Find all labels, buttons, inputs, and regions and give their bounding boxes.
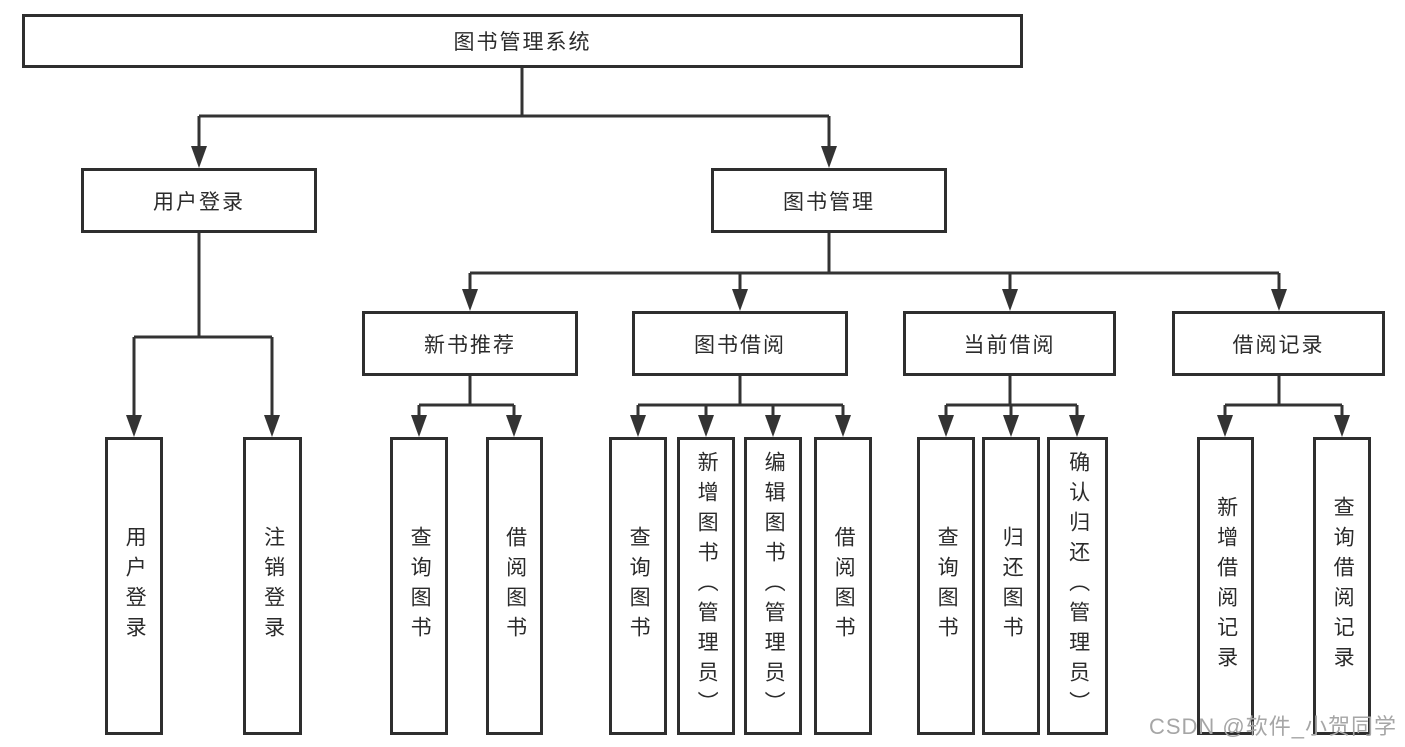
node-label: 用户登录 <box>153 190 245 214</box>
leaf-label: 新增借阅记录 <box>1214 496 1238 676</box>
node-new-book-recommendation: 新书推荐 <box>362 311 578 376</box>
leaf-query-borrow-record: 查询借阅记录 <box>1313 437 1371 735</box>
leaf-label: 查询图书 <box>408 526 432 646</box>
leaf-label: 查询图书 <box>935 526 959 646</box>
node-label: 图书管理系统 <box>453 31 592 54</box>
leaf-label: 确认归还（管理员） <box>1066 451 1090 721</box>
leaf-label: 编辑图书（管理员） <box>762 451 786 721</box>
leaf-logout: 注销登录 <box>243 437 302 735</box>
node-borrowing-records: 借阅记录 <box>1172 311 1385 376</box>
leaf-label: 归还图书 <box>1000 526 1024 646</box>
node-label: 当前借阅 <box>963 333 1056 357</box>
leaf-query-books-borrow: 查询图书 <box>609 437 667 735</box>
leaf-query-books-recommend: 查询图书 <box>390 437 448 735</box>
node-label: 新书推荐 <box>424 333 516 357</box>
leaf-label: 注销登录 <box>261 526 285 646</box>
node-label: 图书借阅 <box>694 333 786 357</box>
leaf-label: 查询借阅记录 <box>1331 496 1355 676</box>
node-book-borrowing: 图书借阅 <box>632 311 848 376</box>
csdn-watermark: CSDN @软件_小贺同学 <box>1148 714 1397 739</box>
leaf-query-books-current: 查询图书 <box>917 437 975 735</box>
leaf-label: 借阅图书 <box>832 526 856 646</box>
node-library-management-system: 图书管理系统 <box>22 14 1023 68</box>
leaf-confirm-return-admin: 确认归还（管理员） <box>1047 437 1108 735</box>
leaf-user-login: 用户登录 <box>105 437 163 735</box>
leaf-label: 用户登录 <box>123 526 147 646</box>
leaf-label: 借阅图书 <box>503 526 527 646</box>
node-label: 图书管理 <box>783 190 875 214</box>
node-current-borrowing: 当前借阅 <box>903 311 1116 376</box>
node-book-management: 图书管理 <box>711 168 947 233</box>
leaf-return-books: 归还图书 <box>982 437 1040 735</box>
leaf-label: 查询图书 <box>627 526 651 646</box>
leaf-add-borrow-record: 新增借阅记录 <box>1197 437 1254 735</box>
node-label: 借阅记录 <box>1232 333 1325 357</box>
leaf-label: 新增图书（管理员） <box>695 451 719 721</box>
leaf-borrow-books-recommend: 借阅图书 <box>486 437 543 735</box>
leaf-add-books-admin: 新增图书（管理员） <box>677 437 735 735</box>
leaf-borrow-books: 借阅图书 <box>814 437 872 735</box>
leaf-edit-books-admin: 编辑图书（管理员） <box>744 437 802 735</box>
node-user-login: 用户登录 <box>81 168 317 233</box>
